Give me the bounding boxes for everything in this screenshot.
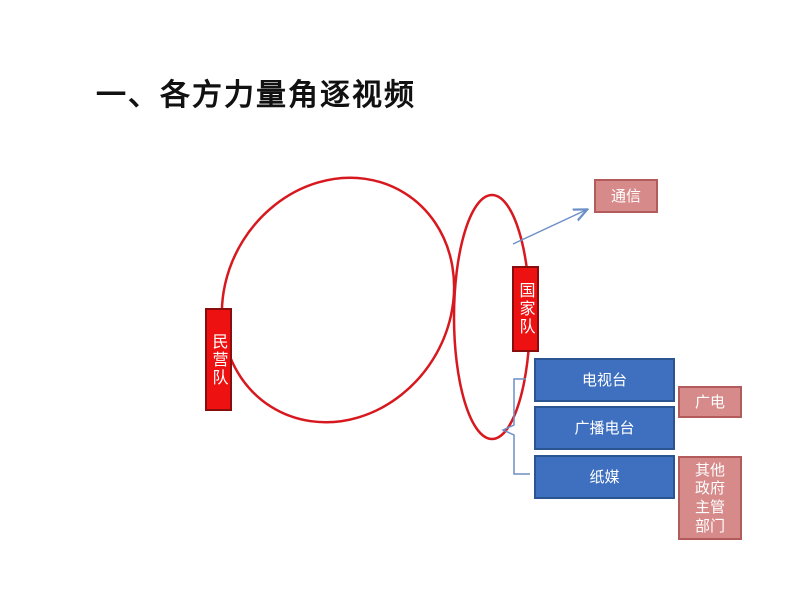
radio-station-box: 广播电台	[534, 406, 675, 450]
broadcasting-label: 广电	[694, 392, 725, 411]
national-team-box: 国家队	[512, 266, 539, 352]
private-team-ellipse	[220, 176, 456, 424]
media-bracket	[501, 378, 530, 475]
other-gov-line: 部门	[694, 516, 725, 535]
other-gov-line: 其他	[694, 460, 725, 479]
other-gov-line: 主管	[694, 498, 725, 516]
national-team-label: 国家队	[516, 282, 536, 336]
telecom-box: 通信	[594, 179, 658, 213]
print-media-box: 纸媒	[534, 455, 675, 499]
other-gov-box: 其他 政府 主管 部门	[678, 456, 742, 540]
telecom-arrow	[512, 210, 586, 245]
tv-station-box: 电视台	[534, 358, 675, 402]
private-team-label: 民营队	[209, 332, 229, 387]
broadcasting-box: 广电	[678, 386, 742, 418]
private-team-box: 民营队	[205, 308, 232, 411]
print-media-label: 纸媒	[589, 467, 620, 486]
page-title: 一、各方力量角逐视频	[96, 78, 416, 113]
telecom-label: 通信	[610, 186, 641, 205]
radio-station-label: 广播电台	[574, 418, 635, 437]
tv-station-label: 电视台	[581, 370, 627, 389]
other-gov-line: 政府	[694, 479, 725, 498]
